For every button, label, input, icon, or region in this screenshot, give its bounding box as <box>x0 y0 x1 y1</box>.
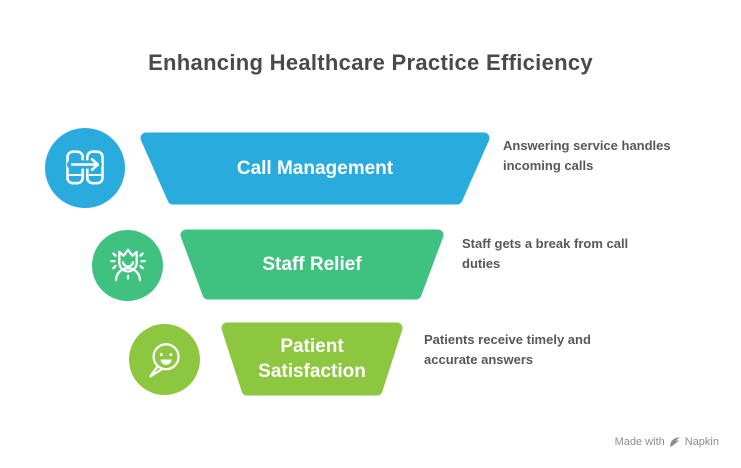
napkin-credit-link[interactable]: Made with Napkin <box>615 436 719 448</box>
stage-label-call-management: Call Management <box>236 158 394 179</box>
stage-description-patient-satisfaction: Patients receive timely and accurate ans… <box>424 332 591 367</box>
page-title: Enhancing Healthcare Practice Efficiency <box>148 50 593 75</box>
stage-label-patient-satisfaction: Patient Satisfaction <box>258 336 366 382</box>
stage-description-call-management: Answering service handles incoming calls <box>503 138 671 173</box>
relieved-person-crown-icon <box>92 230 163 301</box>
stage-description-staff-relief: Staff gets a break from call duties <box>462 236 629 271</box>
credit-brand-text: Napkin <box>684 436 719 448</box>
stage-label-staff-relief: Staff Relief <box>262 254 362 275</box>
funnel-stage-1-shape <box>140 132 490 205</box>
smiley-speech-bubble-icon <box>129 324 200 395</box>
funnel-stage-2-shape <box>180 229 444 300</box>
napkin-logo-icon <box>669 436 681 448</box>
credit-prefix-text: Made with <box>614 436 665 448</box>
funnel-stage-3-shape <box>221 322 403 396</box>
call-transfer-icon <box>45 128 125 208</box>
